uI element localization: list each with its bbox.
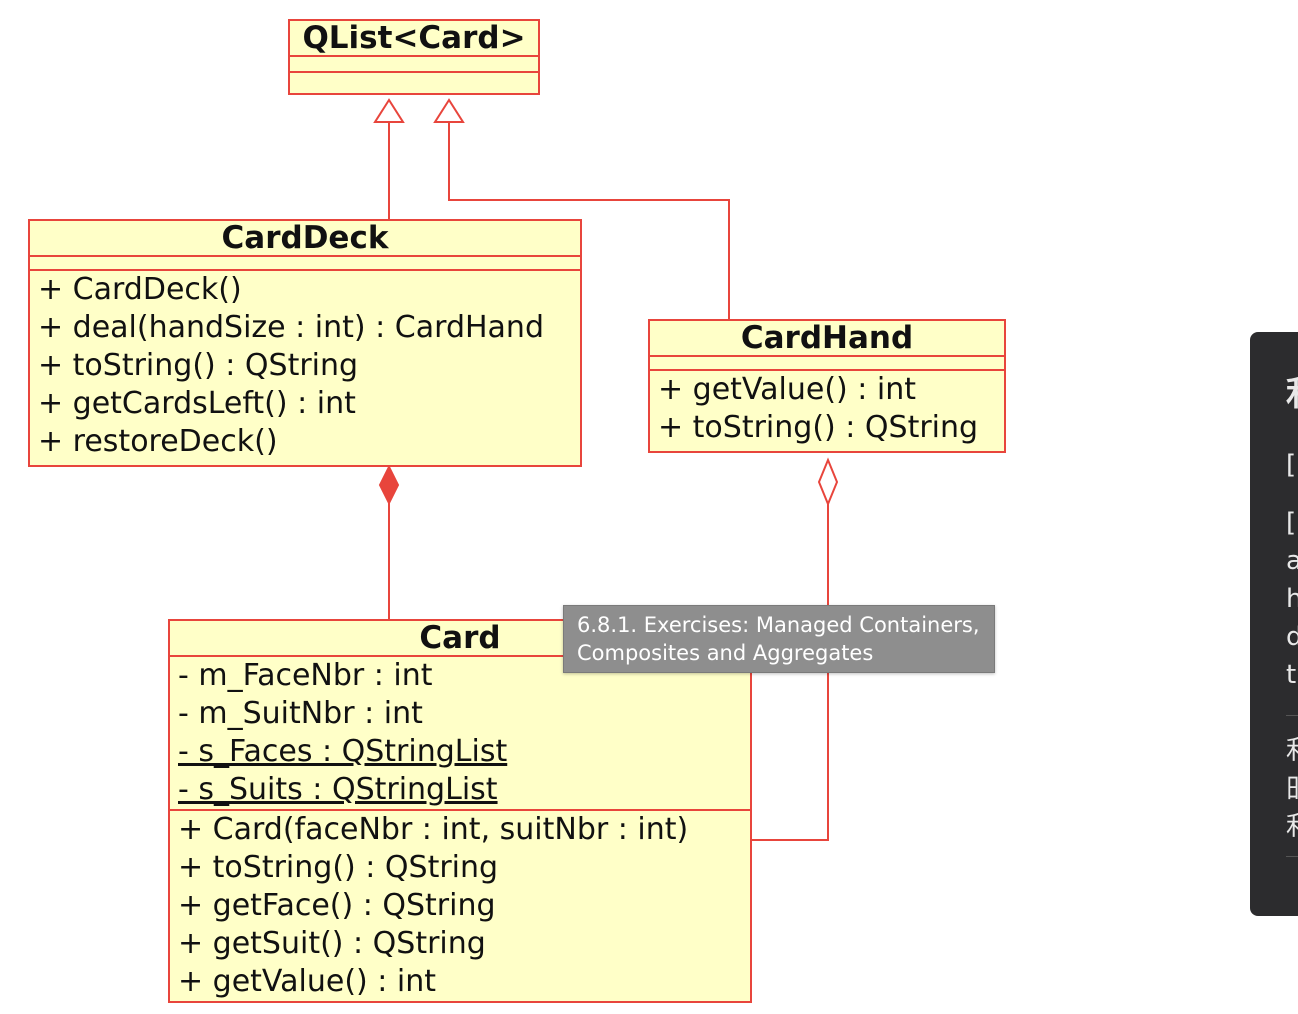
- side-panel-text: d: [1286, 622, 1298, 652]
- class-cardhand: CardHand + getValue() : int + toString()…: [648, 319, 1006, 453]
- side-panel-text: [: [1286, 508, 1297, 538]
- class-name: Card: [419, 620, 501, 656]
- side-panel-text: [: [1286, 450, 1297, 480]
- side-panel-text: 利: [1286, 730, 1298, 767]
- attribute-compartment: [650, 355, 1004, 369]
- class-card: Card - m_FaceNbr : int - m_SuitNbr : int…: [168, 619, 752, 1003]
- side-panel-divider: [1286, 715, 1298, 716]
- class-carddeck: CardDeck + CardDeck() + deal(handSize : …: [28, 219, 582, 467]
- generalization-arrowhead-cardhand: [433, 98, 465, 123]
- operations-list: + getValue() : int + toString() : QStrin…: [650, 371, 1004, 447]
- attributes-list: - m_FaceNbr : int - m_SuitNbr : int - s_…: [170, 657, 750, 809]
- static-attribute: - s_Faces : QStringList: [178, 734, 508, 769]
- compartment-divider: [650, 369, 1004, 371]
- attribute: - m_SuitNbr : int: [178, 696, 423, 731]
- class-name: CardDeck: [221, 220, 389, 256]
- attribute: - m_FaceNbr : int: [178, 658, 433, 693]
- operation-compartment: [290, 71, 538, 87]
- side-panel-text: h: [1286, 584, 1298, 614]
- operation: + deal(handSize : int) : CardHand: [38, 310, 544, 345]
- operation: + restoreDeck(): [38, 424, 278, 459]
- operation: + toString() : QString: [38, 348, 359, 383]
- operation: + getValue() : int: [658, 372, 917, 407]
- operations-list: + Card(faceNbr : int, suitNbr : int) + t…: [170, 811, 750, 1001]
- tooltip-line-1: 6.8.1. Exercises: Managed Containers,: [577, 613, 980, 637]
- tooltip-line-2: Composites and Aggregates: [577, 641, 874, 665]
- attribute-compartment: [30, 255, 580, 269]
- generalization-line-cardhand: [448, 122, 730, 320]
- operation: + toString() : QString: [658, 410, 979, 445]
- side-panel-text: 利: [1286, 806, 1298, 843]
- aggregation-diamond: [817, 457, 839, 507]
- operation: + toString() : QString: [178, 850, 499, 885]
- side-panel-text: t: [1286, 660, 1297, 690]
- class-name: QList<Card>: [302, 20, 526, 56]
- attribute-compartment: [290, 55, 538, 71]
- side-panel-text: 利: [1286, 366, 1298, 415]
- compartment-divider: [170, 655, 750, 657]
- operation: + getFace() : QString: [178, 888, 496, 923]
- operation: + Card(faceNbr : int, suitNbr : int): [178, 812, 689, 847]
- operations-list: + CardDeck() + deal(handSize : int) : Ca…: [30, 271, 580, 461]
- tooltip: 6.8.1. Exercises: Managed Containers, Co…: [563, 605, 995, 673]
- operation: + getValue() : int: [178, 964, 437, 999]
- generalization-arrowhead-carddeck: [373, 98, 405, 123]
- static-attribute: - s_Suits : QStringList: [178, 772, 498, 807]
- operation: + getCardsLeft() : int: [38, 386, 356, 421]
- side-panel: 利 [ [ a h d t 利 昍 利: [1250, 332, 1298, 916]
- compartment-divider: [170, 809, 750, 811]
- class-name: CardHand: [740, 320, 914, 356]
- operation: + getSuit() : QString: [178, 926, 486, 961]
- class-qlist-card: QList<Card>: [288, 19, 540, 95]
- side-panel-divider: [1286, 856, 1298, 857]
- side-panel-text: a: [1286, 546, 1298, 576]
- composition-diamond: [378, 464, 400, 506]
- compartment-divider: [30, 269, 580, 271]
- side-panel-text: 昍: [1286, 768, 1298, 805]
- operation: + CardDeck(): [38, 272, 242, 307]
